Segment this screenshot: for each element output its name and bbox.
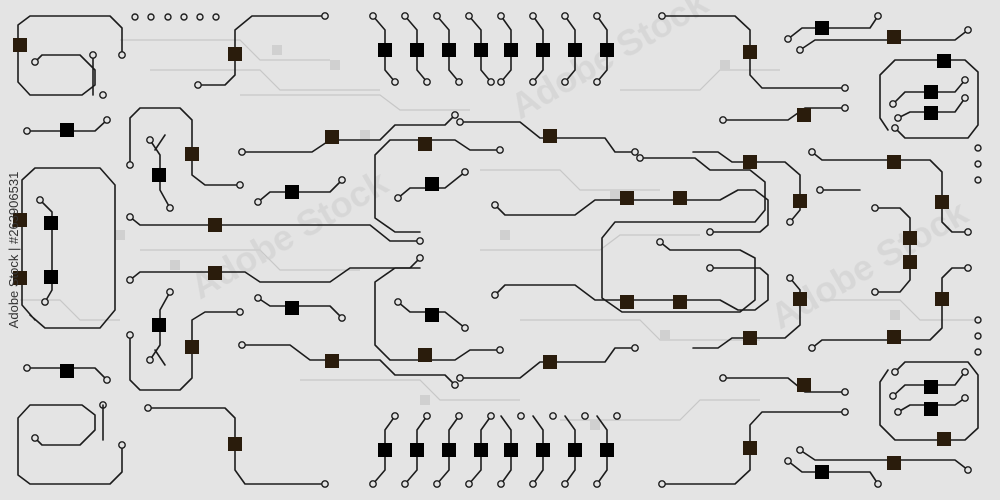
svg-text:Adobe Stock: Adobe Stock xyxy=(764,191,976,337)
background-ghost-traces xyxy=(20,39,980,430)
trace-group-left-lower xyxy=(23,288,244,391)
trace-group-top-bracket-right xyxy=(658,12,849,92)
trace-group-left-loop xyxy=(13,167,116,329)
via-row-top-left xyxy=(131,13,220,21)
trace-group-center-serpentine xyxy=(601,154,766,313)
trace-group-left-mid-upper xyxy=(23,107,244,212)
trace-group-top-bracket-left xyxy=(194,12,329,89)
svg-text:Adobe Stock: Adobe Stock xyxy=(184,161,396,307)
trace-group-bottom-right xyxy=(658,361,979,488)
via-column-right-edge xyxy=(974,144,982,356)
trace-group-top-right xyxy=(784,12,979,139)
trace-group-top-left xyxy=(13,15,126,99)
trace-group-right-mid xyxy=(692,104,972,396)
trace-group-center-lower-loop xyxy=(374,264,769,382)
trace-group-left-center xyxy=(126,111,459,389)
connector-bottom xyxy=(369,412,621,488)
stock-id-label: Adobe Stock | #263906531 xyxy=(6,171,21,329)
trace-group-center-upper-loop xyxy=(374,118,769,236)
connector-top xyxy=(369,12,614,86)
trace-group-bottom-left xyxy=(17,401,329,488)
